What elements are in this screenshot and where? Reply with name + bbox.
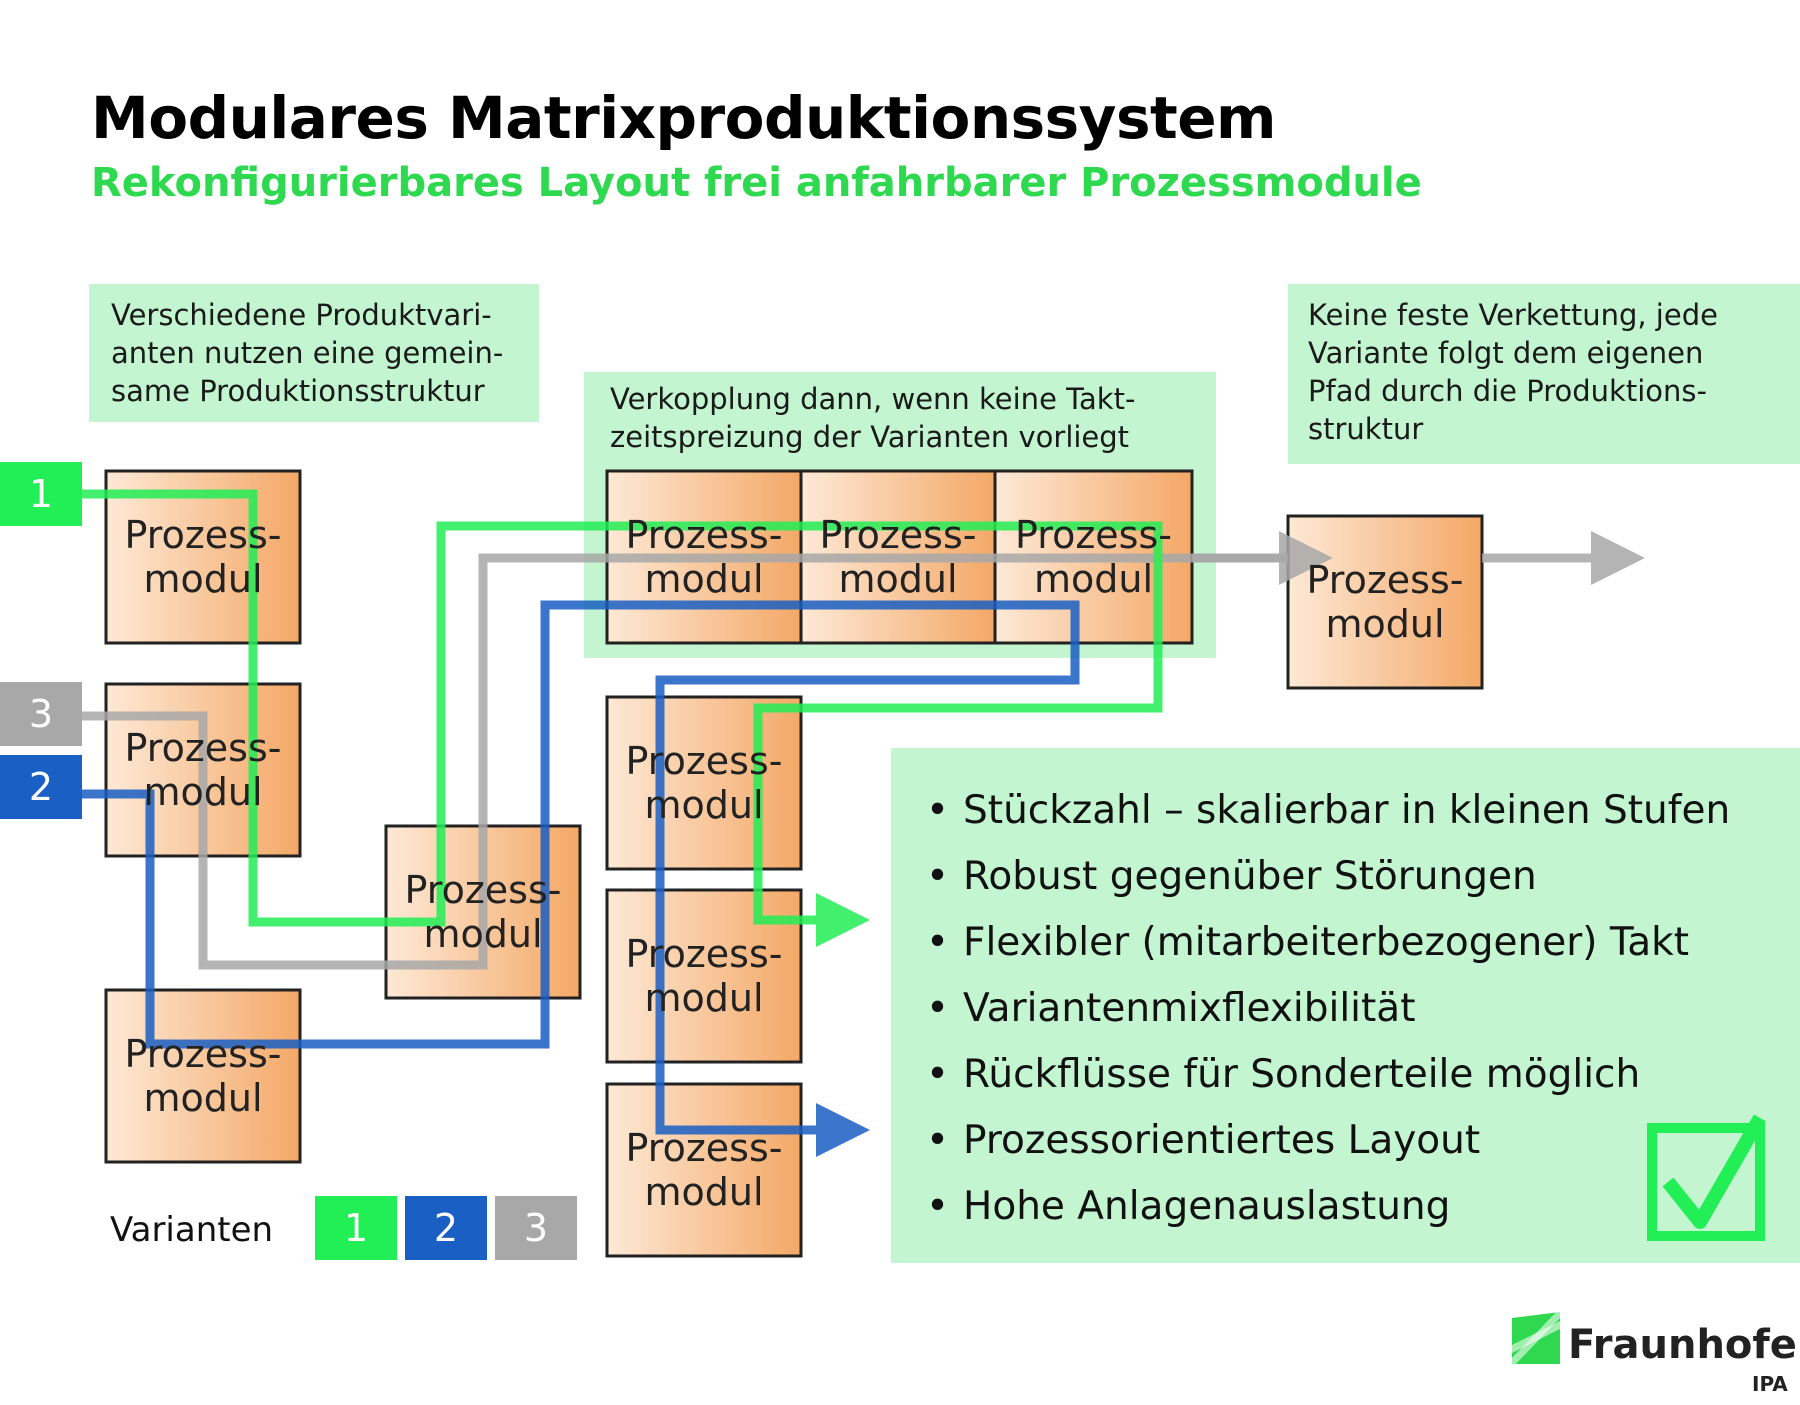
benefit-item: Prozessorientiertes Layout xyxy=(926,1108,1730,1174)
page-title: Modulares Matrixproduktionssystem xyxy=(91,84,1277,152)
benefit-item: Hohe Anlagenauslastung xyxy=(926,1174,1730,1240)
page-subtitle: Rekonfigurierbares Layout frei anfahrbar… xyxy=(91,160,1422,206)
note-right: Keine feste Verkettung, jede Variante fo… xyxy=(1288,284,1800,464)
variant-tag-2: 2 xyxy=(0,755,82,819)
checkmark-icon xyxy=(1647,1114,1767,1241)
variant-1-path xyxy=(82,489,1163,947)
process-module-i xyxy=(605,888,803,1064)
benefit-item: Rückflüsse für Sonderteile möglich xyxy=(926,1042,1730,1108)
benefits-list: Stückzahl – skalierbar in kleinen Stufen… xyxy=(926,778,1730,1240)
benefit-item: Stückzahl – skalierbar in kleinen Stufen xyxy=(926,778,1730,844)
logo-sub: IPA xyxy=(1752,1372,1788,1396)
legend-item-2: 2 xyxy=(405,1196,487,1260)
logo-name: Fraunhofer xyxy=(1568,1322,1800,1368)
legend-item-1: 1 xyxy=(315,1196,397,1260)
variant-3-path xyxy=(82,553,1288,970)
process-module-j xyxy=(605,1082,803,1258)
benefit-item: Robust gegenüber Störungen xyxy=(926,844,1730,910)
legend-item-3: 3 xyxy=(495,1196,577,1260)
variant-tag-1: 1 xyxy=(0,462,82,526)
benefit-item: Flexibler (mitarbeiterbezogener) Takt xyxy=(926,910,1730,976)
process-module-h xyxy=(605,695,803,871)
note-left: Verschiedene Produktvari- anten nutzen e… xyxy=(89,284,539,422)
process-module-k xyxy=(1286,514,1484,690)
process-modules xyxy=(104,469,1484,1258)
fraunhofer-logo-icon xyxy=(1510,1306,1562,1370)
benefit-item: Variantenmixflexibilität xyxy=(926,976,1730,1042)
legend-label: Varianten xyxy=(110,1210,274,1250)
process-module-c xyxy=(104,988,302,1164)
variant-tag-3: 3 xyxy=(0,682,82,746)
variant-2-path xyxy=(82,600,1080,1157)
benefits-box: Stückzahl – skalierbar in kleinen Stufen… xyxy=(891,748,1800,1263)
process-module-a xyxy=(104,469,302,645)
